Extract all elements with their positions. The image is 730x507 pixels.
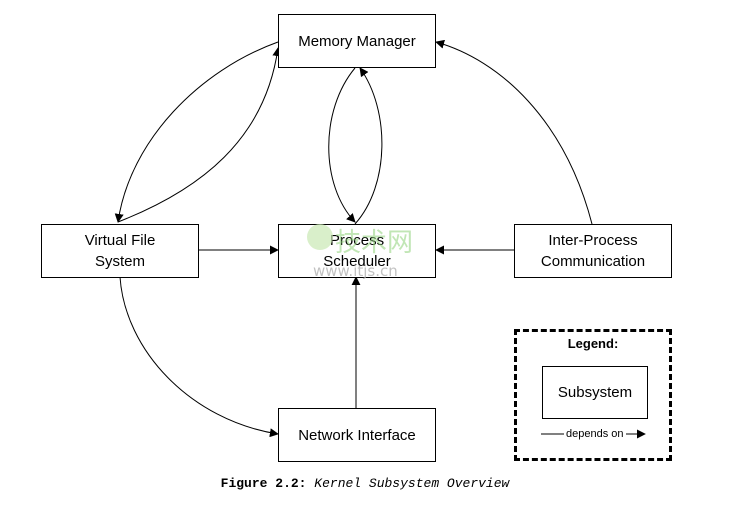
edge-memory-to-scheduler bbox=[328, 67, 356, 223]
legend: Legend: Subsystem depends on bbox=[514, 329, 672, 461]
legend-subsystem-box: Subsystem bbox=[542, 366, 648, 419]
caption-title: Kernel Subsystem Overview bbox=[314, 476, 510, 491]
edge-memory-to-vfs bbox=[114, 41, 279, 223]
figure-caption: Figure 2.2: Kernel Subsystem Overview bbox=[0, 476, 730, 491]
node-ipc-label: Inter-Process Communication bbox=[540, 232, 646, 270]
legend-title: Legend: bbox=[567, 336, 619, 351]
node-inter-process-communication: Inter-Process Communication bbox=[514, 224, 672, 278]
edge-vfs-to-memory bbox=[117, 47, 282, 223]
node-memory-manager: Memory Manager bbox=[278, 14, 436, 68]
node-network-interface-label: Network Interface bbox=[298, 426, 416, 444]
legend-subsystem-label: Subsystem bbox=[557, 384, 633, 401]
node-memory-manager-label: Memory Manager bbox=[298, 32, 416, 50]
node-process-scheduler-label: Process Scheduler bbox=[323, 232, 391, 270]
edge-ipc-to-memory bbox=[435, 39, 593, 225]
node-virtual-file-system: Virtual File System bbox=[41, 224, 199, 278]
node-network-interface: Network Interface bbox=[278, 408, 436, 462]
edge-scheduler-to-memory bbox=[354, 67, 383, 225]
node-process-scheduler: Process Scheduler bbox=[278, 224, 436, 278]
legend-depends-label: depends on bbox=[564, 428, 626, 440]
edge-vfs-to-network bbox=[119, 276, 279, 438]
caption-number: Figure 2.2: bbox=[220, 476, 307, 491]
node-virtual-file-system-label: Virtual File System bbox=[84, 232, 156, 270]
